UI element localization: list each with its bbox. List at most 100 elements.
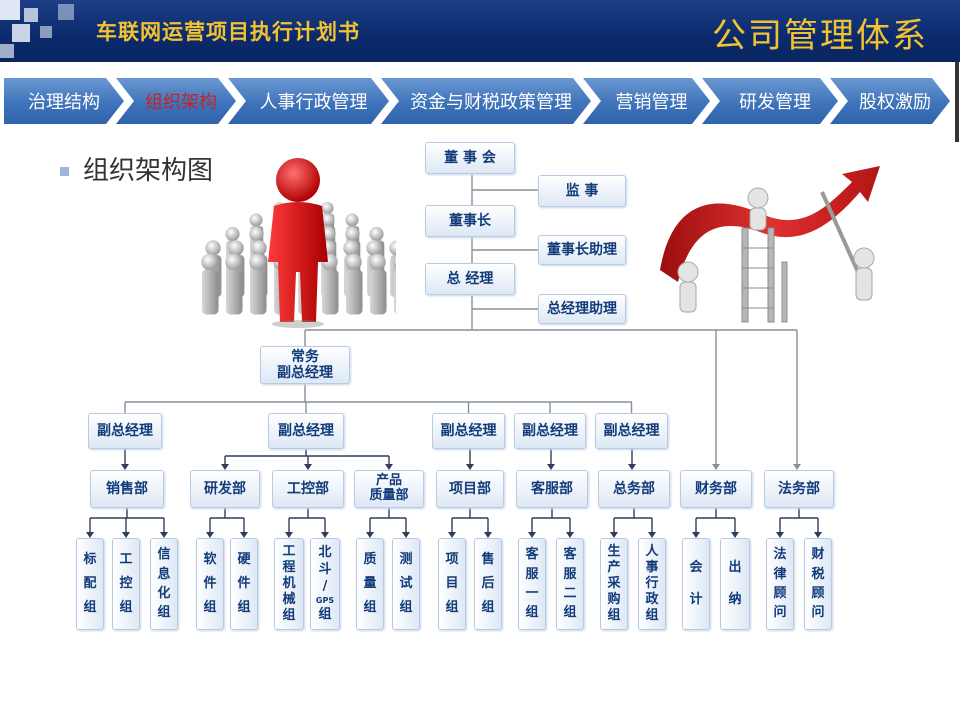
nav-tab-5[interactable]: 营销管理: [583, 78, 710, 124]
group-char: /: [322, 578, 328, 594]
group-char: 客: [563, 547, 577, 563]
group-node-15: 人事行政组: [638, 538, 666, 630]
group-char: 事: [645, 560, 659, 576]
dept-node-6-label: 客服部: [531, 480, 573, 497]
group-char: 问: [811, 604, 825, 620]
vp-node-2-label: 副总经理: [278, 422, 334, 439]
dept-node-8: 财务部: [680, 470, 752, 508]
nav-tab-label: 营销管理: [615, 92, 688, 113]
nav-tab-6[interactable]: 研发管理: [702, 78, 838, 124]
group-char: 组: [203, 600, 217, 616]
nav-tab-3[interactable]: 人事行政管理: [228, 78, 389, 124]
group-node-4: 软件组: [196, 538, 224, 630]
dept-node-1-label: 销售部: [106, 480, 148, 497]
supervisor-node-label: 监 事: [565, 182, 599, 199]
group-char: 件: [237, 576, 251, 592]
team-arrow-illustration: [660, 166, 880, 323]
group-char: 采: [607, 576, 621, 592]
dept-node-2-label: 研发部: [204, 480, 246, 497]
group-char: 一: [525, 585, 539, 601]
group-char: 组: [119, 600, 133, 616]
group-char: 组: [563, 604, 577, 620]
vp-node-4: 副总经理: [514, 413, 586, 449]
group-char: 机: [282, 576, 296, 592]
group-char: 质: [363, 552, 377, 568]
header-bar: 车联网运营项目执行计划书 公司管理体系: [0, 0, 960, 62]
group-char: 行: [645, 576, 659, 592]
gm-node-label: 总 经理: [446, 270, 494, 287]
group-char: 测: [399, 552, 413, 568]
group-char: 组: [645, 608, 659, 624]
logo-square: [0, 0, 20, 20]
group-char: 量: [363, 576, 377, 592]
dept-node-7-label: 总务部: [613, 480, 655, 497]
nav-tab-label: 人事行政管理: [259, 92, 368, 113]
group-char: 斗: [318, 561, 332, 577]
group-char: 信: [157, 547, 171, 563]
leader-crowd-illustration: [201, 158, 396, 328]
dept-node-1: 销售部: [90, 470, 164, 508]
group-char: 组: [399, 600, 413, 616]
group-char: 软: [203, 552, 217, 568]
logo-square: [12, 24, 30, 42]
group-node-14: 生产采购组: [600, 538, 628, 630]
group-char: 产: [607, 560, 621, 576]
group-char: 化: [157, 585, 171, 601]
group-char: 出: [728, 560, 742, 576]
gm-node: 总 经理: [425, 263, 515, 295]
gm-assistant-node-label: 总经理助理: [547, 300, 617, 317]
group-char: 服: [563, 566, 577, 582]
page-subtitle: 组织架构图: [60, 150, 213, 187]
group-char: 二: [563, 585, 577, 601]
group-char: 客: [525, 547, 539, 563]
vp-node-5-label: 副总经理: [603, 422, 660, 439]
group-char: 生: [607, 544, 621, 560]
group-node-17: 出纳: [720, 538, 750, 630]
group-node-3: 信息化组: [150, 538, 178, 630]
dept-node-9: 法务部: [764, 470, 834, 508]
dept-node-6: 客服部: [516, 470, 588, 508]
group-char: GPS: [315, 595, 335, 605]
group-char: 组: [445, 600, 459, 616]
dept-node-9-label: 法务部: [778, 480, 820, 497]
section-nav: 治理结构组织架构 人事行政管理 资金与财税政策管理 营销管理 研发管理 股权激励: [4, 78, 950, 124]
group-char: 政: [645, 592, 659, 608]
chairman-assistant-node: 董事长助理: [538, 235, 626, 265]
vp-node-3-label: 副总经理: [440, 422, 497, 439]
group-char: 件: [203, 576, 217, 592]
group-char: 息: [157, 566, 171, 582]
nav-tab-label: 资金与财税政策管理: [410, 92, 572, 113]
group-char: 顾: [811, 585, 825, 601]
group-char: 组: [318, 607, 332, 623]
edge-divider: [955, 62, 959, 142]
vp-node-4-label: 副总经理: [522, 422, 578, 439]
logo-square: [40, 26, 52, 38]
group-char: 顾: [773, 585, 787, 601]
group-char: 控: [119, 576, 133, 592]
nav-tab-4[interactable]: 资金与财税政策管理: [381, 78, 591, 124]
group-char: 纳: [728, 592, 742, 608]
group-char: 售: [481, 552, 495, 568]
group-node-13: 客服二组: [556, 538, 584, 630]
nav-tab-label: 股权激励: [859, 92, 931, 113]
nav-tab-label: 组织架构: [145, 92, 217, 113]
nav-tab-7[interactable]: 股权激励: [830, 78, 950, 124]
bullet-icon: [60, 167, 69, 176]
nav-tab-label: 研发管理: [739, 92, 811, 113]
nav-tab-2[interactable]: 组织架构: [116, 78, 236, 124]
group-char: 北: [318, 545, 332, 561]
vp-node-2: 副总经理: [268, 413, 344, 449]
group-char: 组: [237, 600, 251, 616]
group-char: 工: [119, 552, 133, 568]
group-node-7: 北斗/GPS 组: [310, 538, 340, 630]
chairman-node: 董事长: [425, 205, 515, 237]
group-node-10: 项目组: [438, 538, 466, 630]
dept-node-4: 产品 质量部: [354, 470, 424, 508]
group-char: 问: [773, 604, 787, 620]
group-char: 配: [83, 576, 97, 592]
group-char: 目: [445, 576, 459, 592]
nav-tab-1[interactable]: 治理结构: [4, 78, 124, 124]
group-node-1: 标配组: [76, 538, 104, 630]
group-char: 组: [607, 608, 621, 624]
